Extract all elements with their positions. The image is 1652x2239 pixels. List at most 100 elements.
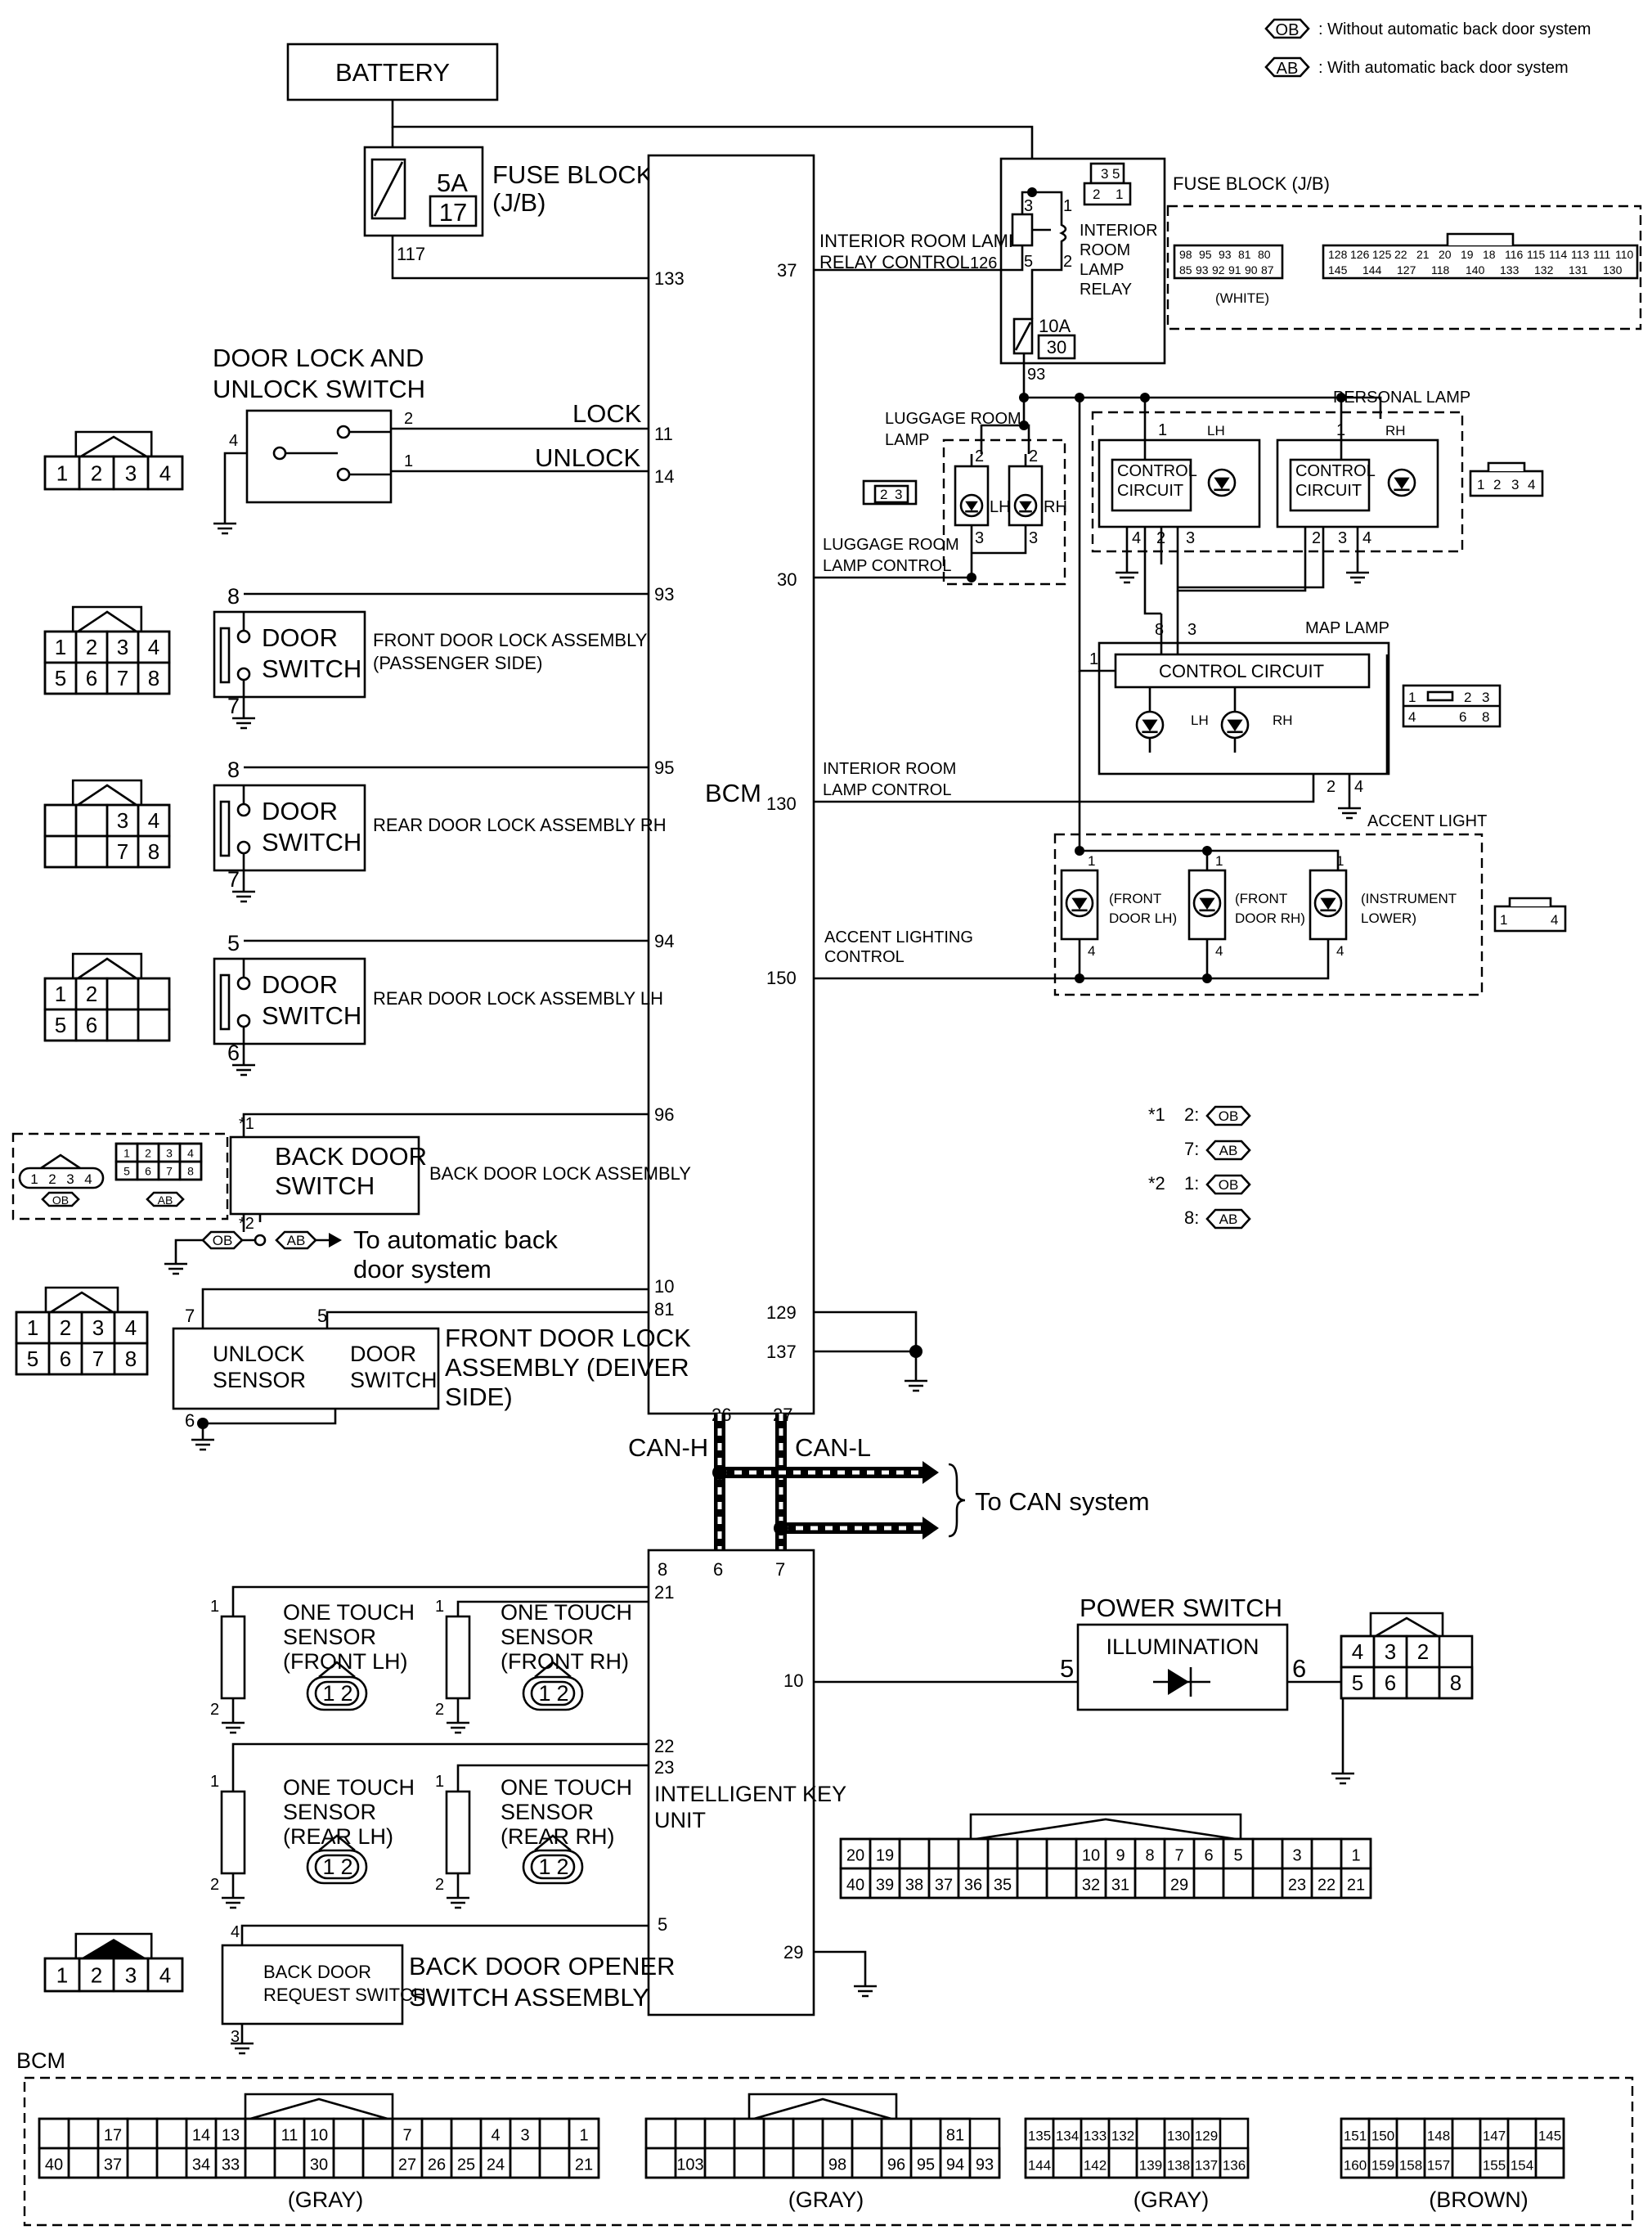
conn-front-passenger-tab: [71, 605, 143, 632]
iku-pin-8: 8: [658, 1559, 667, 1580]
door-lock-switch-box: [245, 409, 393, 504]
jb2-top-pin: 126: [1350, 248, 1370, 261]
back-door-conn-b-pin: 4: [187, 1146, 194, 1159]
back-door-conn-a-pin: 1: [30, 1171, 38, 1187]
interior-room-lamp-relay: INTERIOR ROOM LAMP RELAY CONTROL 126 3 1…: [814, 157, 1166, 398]
conn-power-switch-pin: 4: [1352, 1639, 1363, 1664]
ground-icon: [1116, 571, 1138, 584]
bcm-c1-color: (GRAY): [288, 2187, 364, 2212]
lamp-symbols: [959, 468, 1416, 918]
pin-2: 2: [404, 410, 413, 428]
pin-3: 3: [1338, 529, 1347, 547]
bcm-pin-10: 10: [654, 1276, 674, 1297]
conn-bcm-c1-pin: 10: [310, 2127, 328, 2145]
ground-icon: [222, 1721, 245, 1734]
sensor-conn-inner-3: [530, 1854, 576, 1880]
ground-icon: [1331, 1772, 1354, 1785]
pin-126: 126: [970, 254, 997, 272]
jb2-top-pin: 22: [1394, 248, 1407, 261]
jb1-bot-pin: 91: [1228, 263, 1241, 277]
bcm-pin-94: 94: [654, 931, 674, 951]
c-4: 4: [1551, 912, 1558, 928]
intelligent-key-unit-box: [647, 1549, 815, 2016]
bcm-pin-37: 37: [777, 260, 797, 281]
conn-bcm-c3-pin: 138: [1167, 2158, 1190, 2174]
pin-2: 2: [1029, 447, 1038, 465]
conn-iku-pin: 35: [994, 1877, 1012, 1895]
sensor-pin-2: 2: [210, 1876, 219, 1894]
circuit-label: CIRCUIT: [1295, 482, 1362, 500]
driver-junction: [197, 1418, 209, 1429]
ab-tag: AB: [287, 1233, 306, 1248]
conn-bcm-c4-pin: 151: [1344, 2129, 1367, 2144]
conn-rear-rh-tab: [71, 779, 143, 805]
bcm-c4-color: (BROWN): [1429, 2187, 1528, 2212]
conn-bcm-c1-pin: 3: [520, 2127, 529, 2145]
conn-rear-lh-pin: 2: [86, 982, 97, 1006]
back-door-conn-b-pin: 3: [166, 1146, 173, 1159]
c-2: 2: [1464, 690, 1471, 705]
relay-pin-5: 5: [1024, 253, 1033, 271]
conn-front-passenger-pin: 1: [55, 635, 66, 659]
sensor-front-rh-l3: (FRONT RH): [501, 1649, 629, 1674]
assembly-deiver-label: ASSEMBLY (DEIVER: [445, 1353, 689, 1382]
rear-door-lock-assembly-rh: REAR DOOR LOCK ASSEMBLY RH: [373, 815, 667, 835]
back-door-conn-b-pin: 6: [145, 1164, 151, 1177]
ground-icon: [447, 1721, 469, 1734]
c-1: 1: [1408, 690, 1416, 705]
sensor-rear-rh-l3: (REAR RH): [501, 1824, 615, 1849]
conn-door-lock-switch-pin: 3: [125, 461, 137, 486]
pin-4: 4: [231, 1923, 240, 1941]
bcm-pin-129: 129: [766, 1302, 797, 1323]
fuse-block-label2: (J/B): [492, 188, 545, 217]
conn-bcm-c3-pin: 144: [1028, 2158, 1051, 2174]
note-1: *1: [239, 1115, 254, 1133]
jb2-bot-pin: 144: [1362, 263, 1382, 277]
conn-bcm-c2-tab: [747, 2093, 898, 2119]
pin-2: 2: [1312, 529, 1321, 547]
ground-icon: [232, 1063, 255, 1077]
conn-iku-pin: 31: [1111, 1877, 1129, 1895]
relay-pin-2: 2: [1063, 253, 1072, 271]
pin-1: 1: [1158, 421, 1167, 439]
battery-box: [286, 43, 499, 101]
sensor-rear-rh-l1: ONE TOUCH: [501, 1775, 632, 1800]
conn-bcm-c2-cell: [968, 2147, 1001, 2179]
personal-lamp-title: PERSONAL LAMP: [1333, 389, 1470, 407]
conn-bcm-c1-pin: 11: [281, 2127, 299, 2145]
l2b: DOOR RH): [1235, 910, 1305, 926]
conn-front-passenger-cell: [137, 661, 171, 695]
conn-bcm-c3-pin: 142: [1084, 2158, 1107, 2174]
lh-label: LH: [1191, 713, 1209, 728]
back-door-conn-b-pin: 8: [187, 1164, 194, 1177]
back-door-conn-frame: [11, 1132, 229, 1221]
back-door-label: BACK DOOR: [275, 1142, 427, 1171]
pin-6: 6: [227, 1041, 240, 1065]
note-2: *2: [239, 1215, 254, 1233]
conn-bcm-c1-roof: [249, 2097, 388, 2120]
rh-label: RH: [1044, 498, 1067, 516]
rear-door-lock-assembly-lh: REAR DOOR LOCK ASSEMBLY LH: [373, 988, 663, 1009]
jb2-top-pin: 114: [1549, 248, 1568, 261]
conn-iku-pin: 21: [1347, 1877, 1365, 1895]
note3-tag: OB: [1219, 1177, 1239, 1193]
conn-bcm-c4-pin: 147: [1483, 2129, 1506, 2144]
conn-door-lock-switch-pin: 2: [91, 461, 102, 486]
conn-back-door-opener-roof: [80, 1939, 147, 1958]
fuse-5a-amp: 5A: [437, 169, 468, 197]
switch-contact: [236, 629, 251, 644]
back-door-conn-b-pin: 1: [123, 1146, 130, 1159]
bcm-label: BCM: [705, 779, 761, 807]
conn-bcm-c1-pin: 21: [575, 2156, 593, 2174]
jb2-top-pin: 110: [1615, 248, 1634, 261]
fuse-block-jb-title: FUSE BLOCK (J/B): [1173, 173, 1330, 194]
door-system: door system: [353, 1255, 492, 1284]
conn-bcm-c2-pin: 98: [828, 2156, 846, 2174]
conn-iku-pin: 38: [905, 1877, 923, 1895]
conn-bcm-c4-pin: 157: [1427, 2158, 1450, 2174]
c-4: 4: [1528, 477, 1535, 492]
conn-iku-pin: 3: [1292, 1847, 1301, 1865]
conn-bcm-c1-pin: 27: [398, 2156, 416, 2174]
c-2: 2: [1493, 477, 1501, 492]
